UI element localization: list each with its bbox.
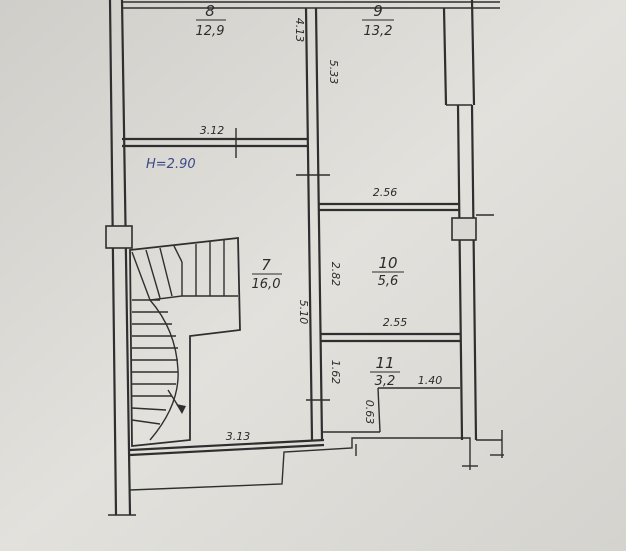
svg-text:10: 10 [378,254,397,272]
svg-text:9: 9 [373,2,383,20]
room-11-walls [322,387,460,433]
staircase [129,236,241,447]
room-9-label: 9 13,2 [362,2,394,39]
dim-0-63: 0.63 [363,400,376,425]
dim-2-55: 2.55 [383,316,408,329]
outer-right-wall [442,0,504,458]
top-edge [122,1,500,9]
outer-left-wall [105,0,136,516]
svg-text:13,2: 13,2 [364,24,393,39]
svg-text:11: 11 [375,354,394,372]
room-11-label: 11 3,2 [370,354,400,389]
dim-2-82: 2.82 [329,262,342,287]
dim-1-62: 1.62 [329,360,342,385]
central-wall [296,7,330,441]
ceiling-height-note: H=2.90 [146,157,196,172]
room-8-label: 8 12,9 [196,2,226,39]
svg-text:5,6: 5,6 [378,274,399,289]
dim-1-40: 1.40 [418,374,443,387]
wall-10-11 [320,332,460,343]
dim-2-56: 2.56 [373,186,398,199]
wall-8-7 [122,128,308,158]
dim-5-10: 5.10 [297,300,310,325]
svg-text:7: 7 [261,256,271,274]
dim-3-12: 3.12 [200,124,225,137]
svg-text:12,9: 12,9 [196,24,225,39]
room-7-label: 7 16,0 [252,256,282,292]
dim-4-13: 4.13 [293,18,306,43]
dim-3-13: 3.13 [226,430,251,443]
svg-text:8: 8 [205,2,215,20]
dim-5-33: 5.33 [327,60,340,85]
room-10-label: 10 5,6 [372,254,404,289]
svg-text:3,2: 3,2 [375,374,396,389]
wall-9-10 [318,202,460,212]
bottom-walls [129,437,478,491]
svg-text:16,0: 16,0 [252,277,281,292]
